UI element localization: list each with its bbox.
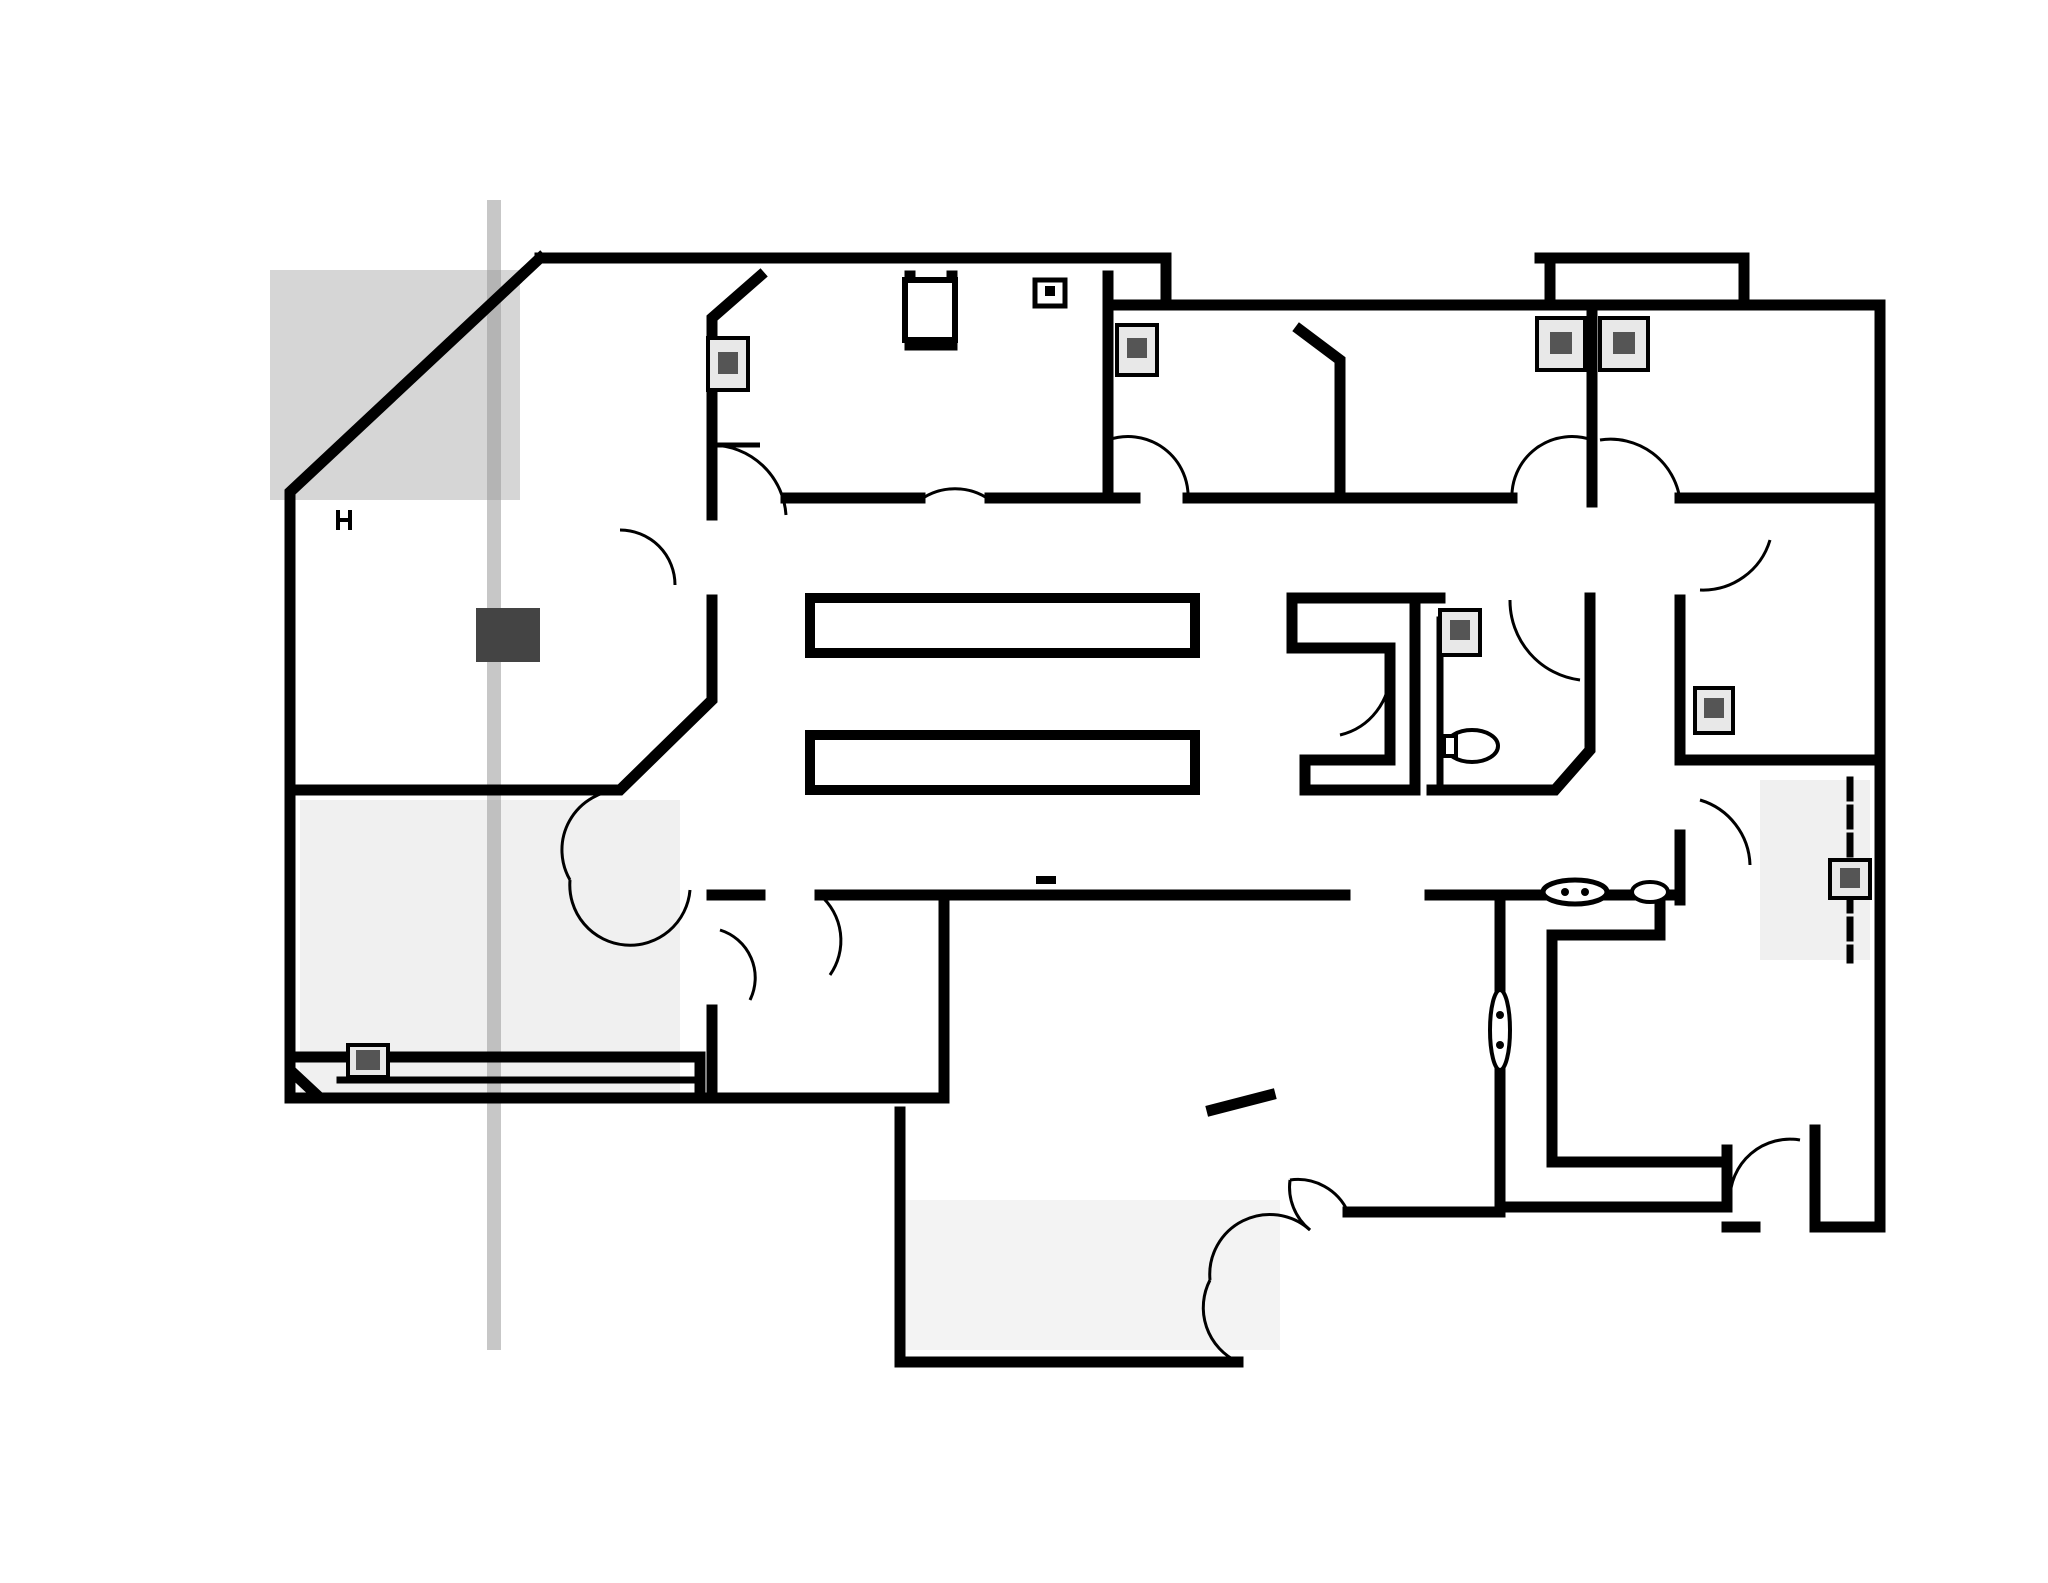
scan-stripe [487,200,501,1350]
fixture-icon [1535,316,1650,372]
counter-top [805,593,1200,658]
upper-rooms [706,252,1886,521]
window-marker-icon [336,510,352,530]
fixture-icon [346,1043,390,1079]
electrical-panel-icon [902,277,1068,343]
hvac-unit-icon [476,608,540,662]
doors [560,435,1801,1364]
outlet-icon [1036,876,1670,1072]
left-rooms [284,594,1686,1104]
fixture-icon [706,336,750,392]
fixture-icon [1828,858,1872,900]
counter-bottom [805,730,1200,795]
toilet-icon [1442,728,1500,764]
fixture-icon [1693,686,1735,735]
central-islands [805,592,1596,796]
scan-speckle [270,270,1870,1350]
fixture-icon [1115,323,1159,377]
fixture-icon [1438,608,1482,657]
